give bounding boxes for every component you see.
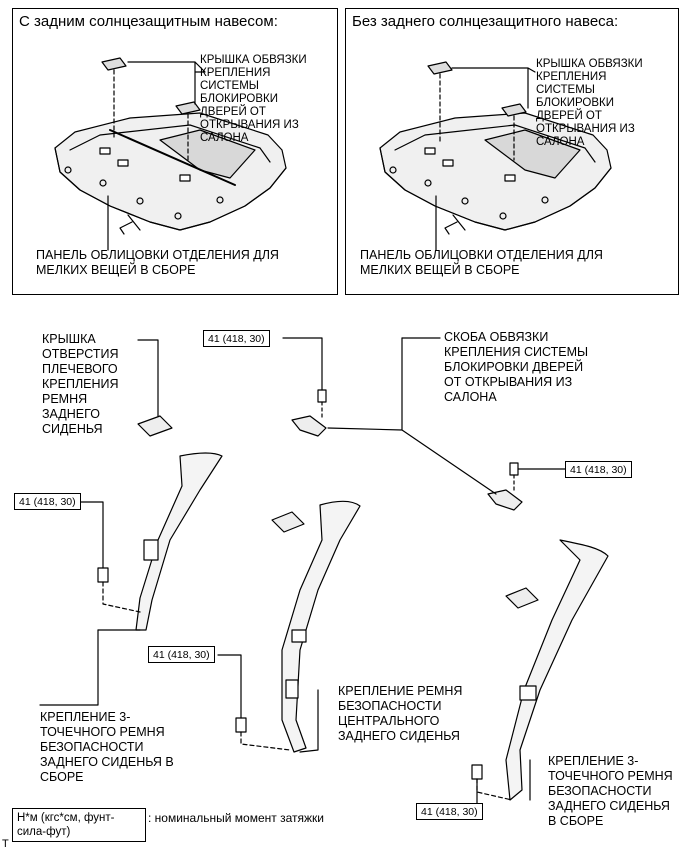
belt-right [505,539,609,801]
variant-panel-without-shade: Без заднего солнцезащитного навеса: [345,8,679,295]
shoulder-anchor-cover-label: КРЫШКА ОТВЕРСТИЯ ПЛЕЧЕВОГО КРЕПЛЕНИЯ РЕМ… [42,332,119,436]
torque-box: 41 (418, 30) [565,461,632,478]
torque-box: 41 (418, 30) [203,330,270,347]
torque-box: 41 (418, 30) [14,493,81,510]
bolt-left [97,567,109,583]
cover-piece-1a [101,57,127,71]
bolt-right [471,764,483,780]
cover-piece-2b [501,103,527,117]
cover-piece-1b [175,101,201,115]
torque-legend-text: : номинальный момент затяжки [148,811,324,825]
left-belt-label: КРЕПЛЕНИЕ 3- ТОЧЕЧНОГО РЕМНЯ БЕЗОПАСНОСТ… [40,710,174,784]
package-tray-trim-2 [379,112,612,231]
cover-label: КРЫШКА ОБВЯЗКИ КРЕПЛЕНИЯ СИСТЕМЫ БЛОКИРО… [536,58,643,148]
right-belt-label: КРЕПЛЕНИЕ 3- ТОЧЕЧНОГО РЕМНЯ БЕЗОПАСНОСТ… [548,754,673,828]
bracket-right [487,489,523,511]
panel-label: ПАНЕЛЬ ОБЛИЦОВКИ ОТДЕЛЕНИЯ ДЛЯ МЕЛКИХ ВЕ… [36,248,279,277]
package-tray-trim-1 [54,112,287,231]
panel-title: Без заднего солнцезащитного навеса: [352,13,619,30]
torque-box: 41 (418, 30) [148,646,215,663]
panel-label: ПАНЕЛЬ ОБЛИЦОВКИ ОТДЕЛЕНИЯ ДЛЯ МЕЛКИХ ВЕ… [360,248,603,277]
bolt-center [235,717,247,733]
bracket-top [291,415,327,437]
torque-box: 41 (418, 30) [416,803,483,820]
belt-left [135,452,223,631]
shoulder-cover-left [137,415,173,437]
panel-title: С задним солнцезащитным навесом: [19,13,278,30]
corner-mark: T [2,838,9,850]
belt-center [281,500,361,753]
bracket-label: СКОБА ОБВЯЗКИ КРЕПЛЕНИЯ СИСТЕМЫ БЛОКИРОВ… [444,330,589,404]
shoulder-cover-right [505,587,539,609]
shoulder-cover-center [271,511,305,533]
cover-label: КРЫШКА ОБВЯЗКИ КРЕПЛЕНИЯ СИСТЕМЫ БЛОКИРО… [200,54,307,144]
center-belt-label: КРЕПЛЕНИЕ РЕМНЯ БЕЗОПАСНОСТИ ЦЕНТРАЛЬНОГ… [338,684,463,743]
variant-panel-with-shade: С задним солнцезащитным навесом: [12,8,338,295]
torque-legend-box: Н*м (кгс*см, фунт- сила-фут) [12,808,146,842]
cover-piece-2a [427,61,453,75]
